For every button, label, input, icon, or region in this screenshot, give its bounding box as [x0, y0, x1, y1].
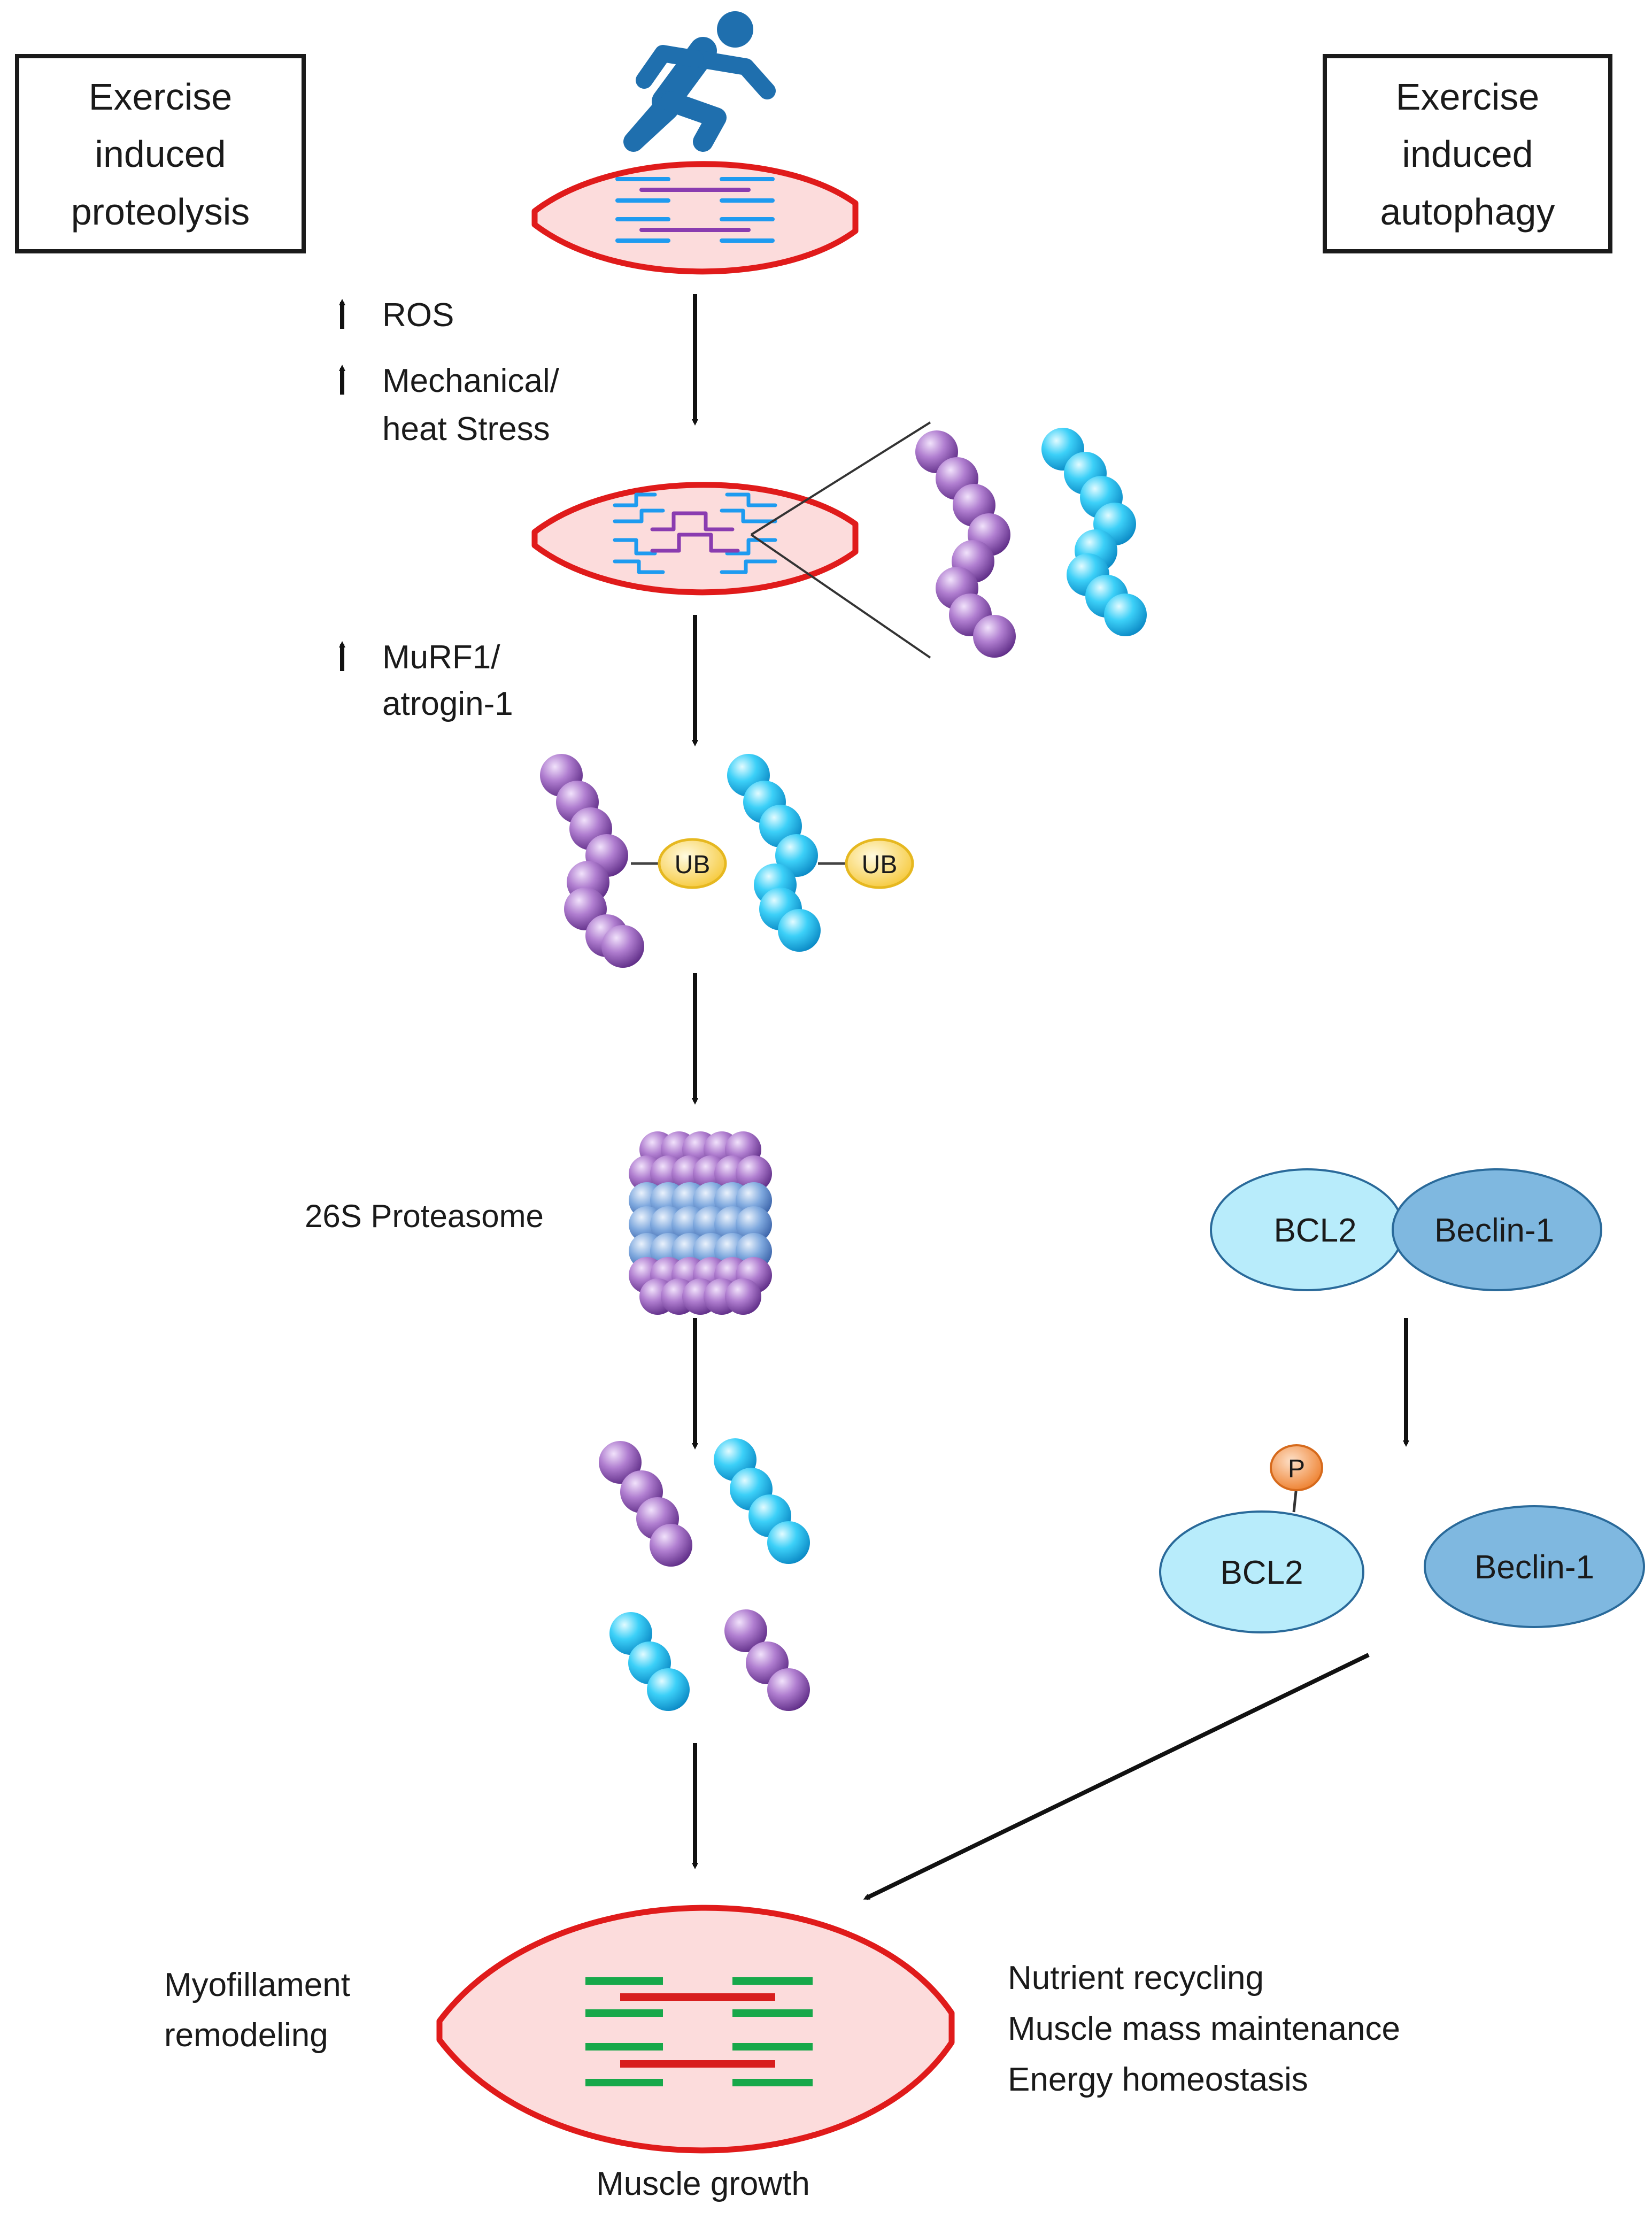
fragment-purple-2	[724, 1609, 810, 1711]
stressor-ros: ROS	[339, 297, 454, 334]
protein-bead	[599, 1441, 642, 1484]
fragment-blue-1	[714, 1438, 810, 1564]
muscle-fiber-stressed	[531, 482, 859, 596]
proteasome-subunit	[736, 1206, 772, 1243]
outcome-title: Muscle growth	[596, 2165, 810, 2202]
svg-text:UB: UB	[675, 851, 711, 879]
autophagy-box: Exercise induced autophagy	[1323, 54, 1612, 253]
protein-chains	[540, 428, 1147, 1711]
protein-bead	[767, 1668, 810, 1711]
outcome-right-line-2: Muscle mass maintenance	[1008, 2010, 1400, 2047]
bcl2-beclin-complex: BCL2 Beclin-1	[1210, 1168, 1602, 1291]
proteasome-subunit	[725, 1278, 761, 1315]
beclin-free: Beclin-1	[1424, 1505, 1645, 1628]
proteolysis-box-line-1: Exercise	[89, 76, 232, 118]
protein-bead	[650, 1524, 692, 1567]
bcl2-phosphorylated: P BCL2	[1159, 1444, 1364, 1633]
proteolysis-box: Exercise induced proteolysis	[15, 54, 306, 253]
protein-bead	[767, 1521, 810, 1564]
beclin-free-label: Beclin-1	[1475, 1549, 1594, 1586]
autophagy-box-line-3: autophagy	[1380, 191, 1555, 233]
ubiquitin-tag-purple: UB	[631, 838, 727, 889]
proteolysis-box-line-2: induced	[95, 133, 226, 175]
phospho-label: P	[1288, 1455, 1305, 1483]
stressor-mechanical: Mechanical/ heat Stress	[339, 363, 560, 448]
inset-actin-chain	[1041, 428, 1147, 636]
svg-text:Mechanical/: Mechanical/	[382, 363, 560, 399]
autophagy-box-line-2: induced	[1402, 133, 1533, 175]
ub-myosin-chain	[540, 754, 644, 968]
bcl2-free-label: BCL2	[1220, 1554, 1303, 1591]
autophagy-box-line-1: Exercise	[1396, 76, 1539, 118]
bcl2-label: BCL2	[1273, 1212, 1356, 1249]
protein-bead	[1104, 593, 1147, 636]
proteasome-icon	[629, 1131, 772, 1315]
svg-text:atrogin-1: atrogin-1	[382, 685, 513, 722]
inset-myosin-chain	[915, 430, 1016, 658]
protein-bead	[775, 834, 818, 877]
ubiquitin-tag-blue: UB	[818, 838, 914, 889]
protein-bead	[973, 615, 1016, 658]
protein-bead	[778, 909, 821, 952]
main-arrows	[692, 294, 1409, 1900]
stressor-murf1: MuRF1/ atrogin-1	[339, 639, 513, 722]
beclin-label: Beclin-1	[1434, 1212, 1554, 1249]
outcome-right-line-3: Energy homeostasis	[1008, 2061, 1308, 2098]
fragment-purple-1	[599, 1441, 692, 1567]
proteasome-subunit	[736, 1155, 772, 1192]
muscle-fiber-growth	[436, 1905, 955, 2154]
fragment-blue-2	[609, 1612, 690, 1711]
muscle-fiber-resting	[531, 161, 859, 275]
svg-text:ROS: ROS	[382, 297, 454, 334]
outcome-right-line-1: Nutrient recycling	[1008, 1960, 1264, 1997]
svg-text:MuRF1/: MuRF1/	[382, 639, 500, 676]
protein-bead	[647, 1668, 690, 1711]
outcome-left-line-2: remodeling	[164, 2017, 328, 2054]
proteolysis-box-line-3: proteolysis	[71, 191, 250, 233]
outcome-left-line-1: Myofillament	[164, 1967, 350, 2003]
proteasome-label: 26S Proteasome	[305, 1198, 544, 1234]
svg-text:UB: UB	[862, 851, 898, 879]
protein-bead	[724, 1609, 767, 1652]
svg-text:heat Stress: heat Stress	[382, 411, 550, 448]
protein-bead	[601, 925, 644, 968]
zoom-lines	[750, 421, 931, 659]
ub-actin-chain	[727, 754, 821, 952]
runner-icon	[623, 11, 776, 152]
